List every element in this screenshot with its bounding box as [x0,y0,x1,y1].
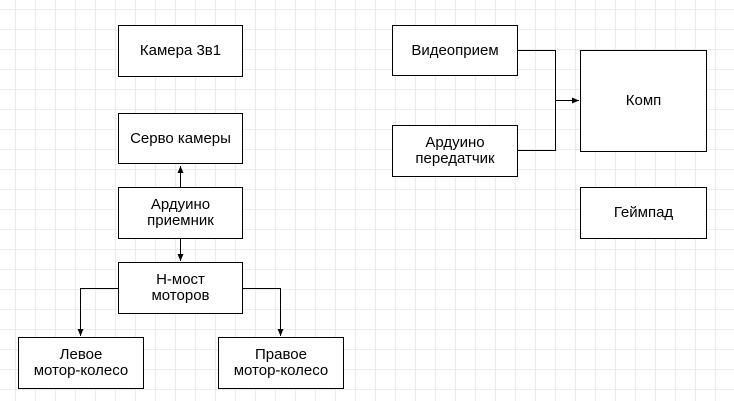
edge-video-rx-to-computer [518,50,579,104]
left-wheel-node-label: Левое мотор-колесо [33,346,129,379]
arduino-transmitter-node-label: Ардуино передатчик [415,134,495,167]
video-receiver-node-label: Видеоприем [411,41,499,59]
hbridge-node[interactable]: H-мост моторов [118,262,243,314]
right-wheel-node-label: Правое мотор-колесо [233,346,329,379]
hbridge-node-label: H-мост моторов [151,271,210,304]
right-wheel-node[interactable]: Правое мотор-колесо [218,337,344,389]
computer-node-label: Комп [625,92,662,109]
servo-node-label: Серво камеры [130,129,231,147]
servo-node[interactable]: Серво камеры [118,113,243,164]
camera-node-label: Камера 3в1 [139,42,222,59]
edge-arduino-tx-to-computer [518,100,556,151]
gamepad-node-label: Геймпад [613,204,674,221]
arduino-receiver-node[interactable]: Ардуино приемник [118,187,243,239]
edge-hbridge-to-right-wheel [243,288,284,336]
computer-node[interactable]: Комп [580,50,707,152]
arduino-transmitter-node[interactable]: Ардуино передатчик [392,125,518,177]
arduino-receiver-node-label: Ардуино приемник [147,196,214,229]
left-wheel-node[interactable]: Левое мотор-колесо [18,337,144,389]
video-receiver-node[interactable]: Видеоприем [392,25,518,76]
edge-hbridge-to-left-wheel [77,288,118,336]
camera-node[interactable]: Камера 3в1 [118,25,243,77]
gamepad-node[interactable]: Геймпад [580,187,707,239]
